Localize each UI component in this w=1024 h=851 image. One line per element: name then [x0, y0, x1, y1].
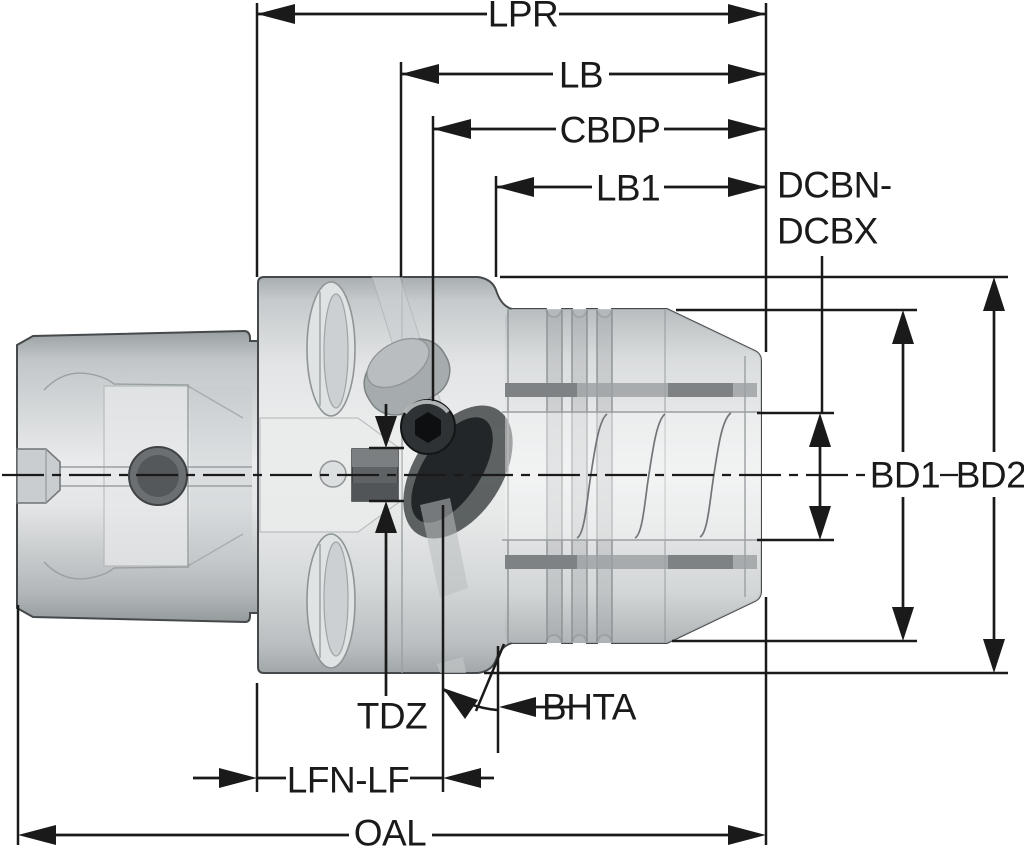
screw-cap [366, 337, 430, 389]
dimension-tdz [375, 404, 397, 696]
bd2-label-backing [958, 455, 1024, 495]
screw-head-highlight [403, 399, 450, 415]
dimension-bd1 [892, 310, 914, 641]
dimension-label-oal: OAL [354, 813, 427, 851]
holder-body [257, 276, 762, 674]
shank-taper-line-top [43, 372, 189, 391]
dimension-bore-dcbn [809, 413, 831, 540]
polygon-shank [16, 329, 259, 624]
clamp-screw-assembly [363, 276, 513, 673]
bd1-label-backing [870, 455, 938, 495]
flange-slot-top [306, 281, 356, 417]
dimension-lpr [257, 4, 766, 24]
dimension-label-bd1: BD1 [870, 455, 940, 496]
hex-socket-icon [415, 412, 441, 443]
dimension-lb [401, 64, 766, 84]
shank-taper-line-bottom [43, 561, 189, 580]
dimension-oal [18, 825, 766, 845]
extension-lines [16, 3, 1008, 845]
dimension-label-lfn-lf: LFN-LF [287, 760, 409, 801]
dimension-label-lb: LB [559, 55, 603, 96]
dimension-bhta [442, 688, 571, 719]
flange-slot-bottom [306, 533, 356, 669]
dimension-label-dcbx: DCBX [777, 211, 878, 252]
dimension-lb1 [496, 177, 766, 197]
clamp-cam [411, 417, 493, 523]
dimension-label-bhta: BHTA [542, 687, 637, 728]
socket-bore-silhouette [502, 411, 761, 541]
dimension-label-lpr: LPR [488, 0, 558, 35]
dimension-bd2 [983, 277, 1005, 673]
dimension-label-cbdp: CBDP [560, 110, 661, 151]
dimension-label-bd2: BD2 [956, 455, 1024, 496]
retention-grooves [505, 383, 757, 569]
shank-inner-cone [187, 385, 244, 567]
dimension-cbdp [433, 119, 766, 139]
dimension-label-tdz: TDZ [357, 696, 427, 737]
dimension-label-lb1: LB1 [596, 168, 660, 209]
ext-bhta-angled [474, 643, 506, 712]
dimension-lfn-lf [193, 768, 494, 788]
dimension-label-dcbn: DCBN- [777, 165, 892, 206]
